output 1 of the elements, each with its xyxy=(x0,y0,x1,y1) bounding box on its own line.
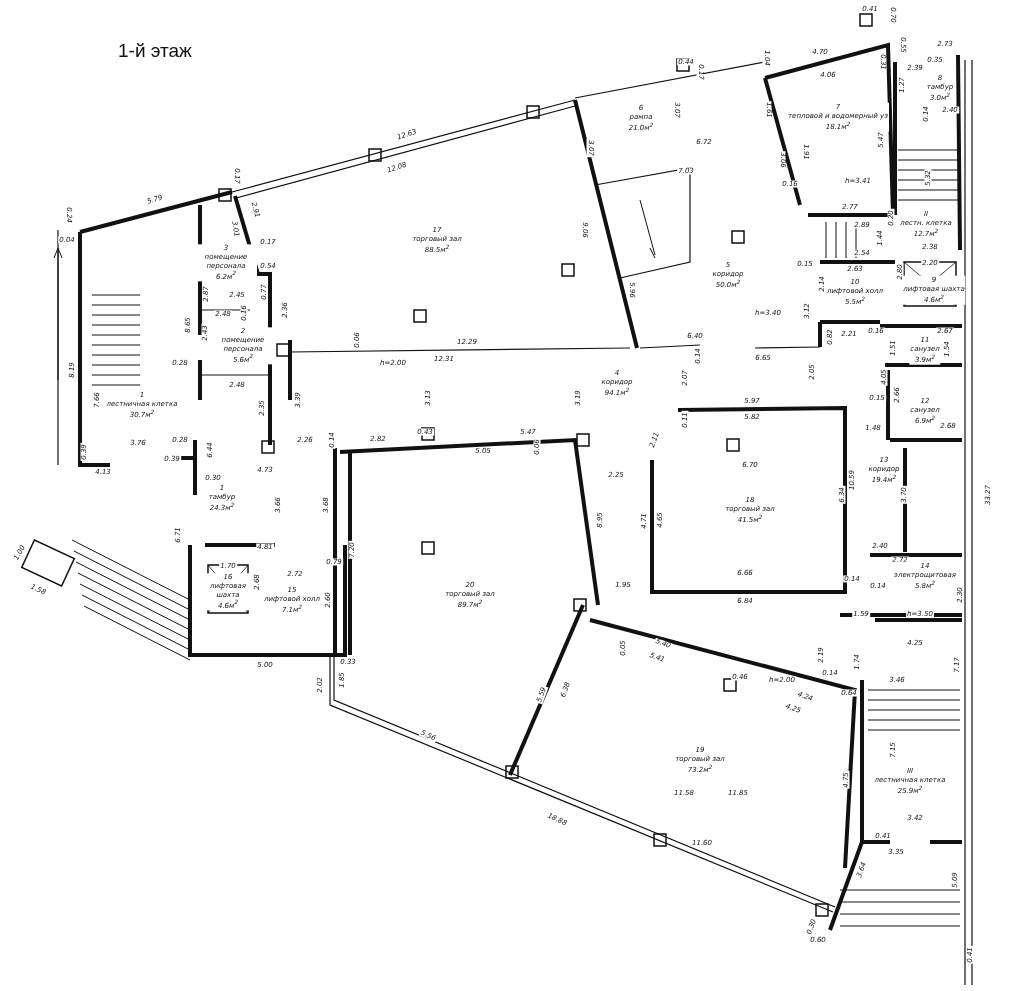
floor-title: 1-й этаж xyxy=(118,40,192,62)
